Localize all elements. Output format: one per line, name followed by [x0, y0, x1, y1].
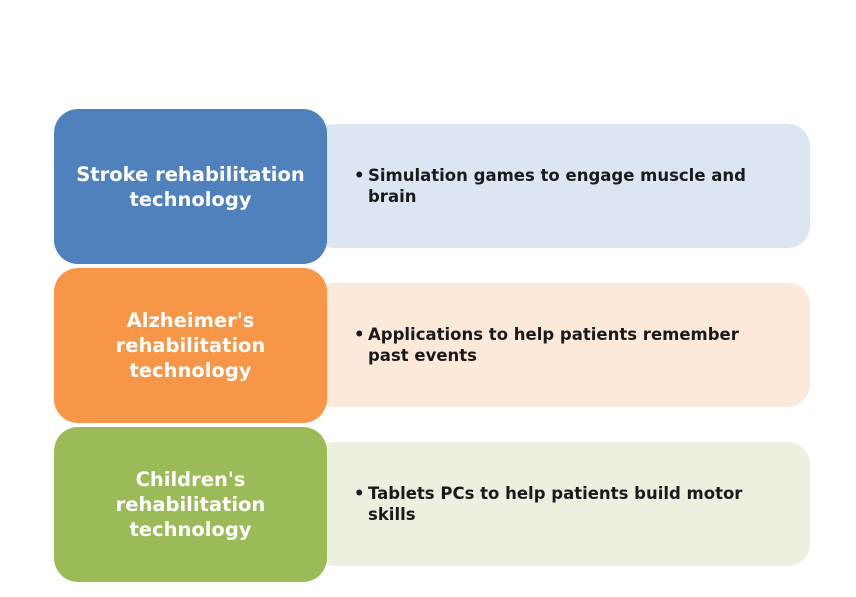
bullet-item: • Applications to help patients remember… [354, 324, 770, 366]
row-heading: Alzheimer's rehabilitation technology [54, 268, 327, 423]
bullet-item: • Simulation games to engage muscle and … [354, 165, 770, 207]
bullet-list: • Simulation games to engage muscle and … [354, 165, 770, 207]
row-heading-text: Alzheimer's rehabilitation technology [115, 309, 266, 382]
row-heading-text: Stroke rehabilitation technology [76, 162, 305, 211]
row-heading: Children's rehabilitation technology [54, 427, 327, 582]
row-detail-box: • Simulation games to engage muscle and … [312, 124, 810, 248]
row-heading: Stroke rehabilitation technology [54, 109, 327, 264]
bullet-list: • Tablets PCs to help patients build mot… [354, 483, 770, 525]
bullet-item: • Tablets PCs to help patients build mot… [354, 483, 770, 525]
bullet-icon: • [354, 166, 365, 185]
diagram-row-alzheimers: Alzheimer's rehabilitation technology • … [54, 268, 810, 423]
row-detail-box: • Applications to help patients remember… [312, 283, 810, 407]
diagram-row-children: Children's rehabilitation technology • T… [54, 427, 810, 582]
row-detail-box: • Tablets PCs to help patients build mot… [312, 442, 810, 566]
bullet-text: Tablets PCs to help patients build motor… [368, 484, 743, 524]
bullet-text: Simulation games to engage muscle and br… [368, 166, 746, 206]
diagram-row-stroke: Stroke rehabilitation technology • Simul… [54, 109, 810, 264]
bullet-list: • Applications to help patients remember… [354, 324, 770, 366]
bullet-text: Applications to help patients remember p… [368, 325, 739, 365]
row-heading-text: Children's rehabilitation technology [115, 468, 266, 541]
bullet-icon: • [354, 484, 365, 503]
bullet-icon: • [354, 325, 365, 344]
